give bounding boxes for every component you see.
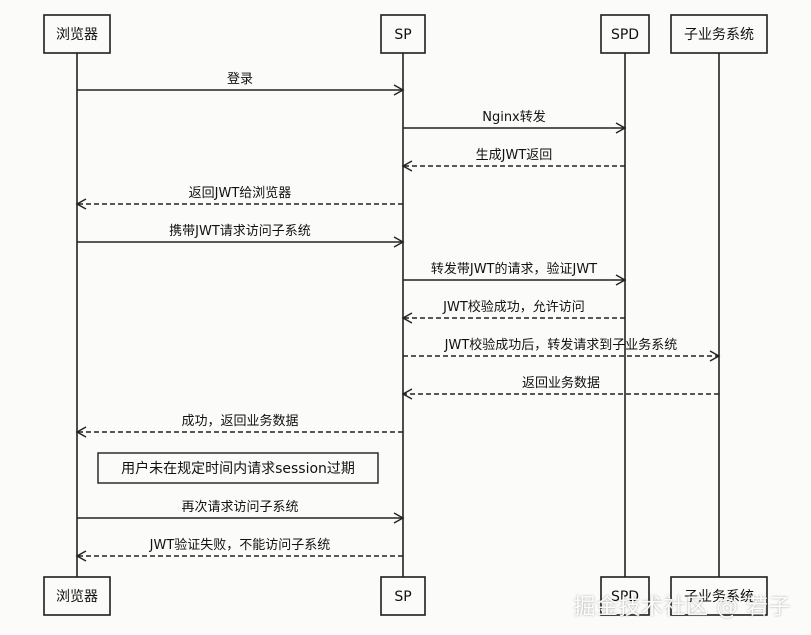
participant-label: SP: [394, 589, 411, 605]
message-label: JWT验证失败，不能访问子系统: [149, 537, 331, 553]
participant-label: 子业务系统: [684, 27, 754, 43]
message-label: 返回业务数据: [522, 375, 600, 391]
watermark-text: 掘金技术社区 @ 若子: [573, 595, 791, 620]
arrowhead-icon: [615, 122, 627, 134]
message-arrow: 转发带JWT的请求，验证JWT: [403, 261, 627, 286]
arrowhead-icon: [401, 388, 413, 400]
participant-browser-bottom: 浏览器: [43, 576, 111, 616]
message-arrow: 返回JWT给浏览器: [75, 185, 403, 210]
message-label: 成功，返回业务数据: [181, 413, 298, 429]
participant-label: 浏览器: [56, 589, 98, 605]
participant-label: SPD: [611, 589, 639, 605]
message-label: JWT校验成功后，转发请求到子业务系统: [444, 337, 678, 353]
message-arrow: JWT校验成功后，转发请求到子业务系统: [403, 337, 721, 362]
participant-spd-top: SPD: [600, 14, 650, 54]
participant-sp-bottom: SP: [380, 576, 426, 616]
arrowhead-icon: [75, 198, 87, 210]
participant-browser-top: 浏览器: [43, 14, 111, 54]
message-label: 生成JWT返回: [476, 148, 553, 163]
message-arrow: 携带JWT请求访问子系统: [77, 223, 405, 248]
message-label: 携带JWT请求访问子系统: [169, 223, 311, 239]
arrowhead-icon: [615, 274, 627, 286]
message-label: JWT校验成功，允许访问: [442, 299, 585, 315]
arrowhead-icon: [401, 160, 413, 172]
message-label: 返回JWT给浏览器: [189, 185, 292, 201]
participant-spd-bottom: SPD: [600, 576, 650, 616]
arrowhead-icon: [75, 426, 87, 438]
arrowhead-icon: [393, 512, 405, 524]
participant-label: SP: [394, 27, 411, 43]
message-arrow: 生成JWT返回: [401, 148, 625, 172]
participant-label: 子业务系统: [684, 589, 754, 605]
message-arrow: JWT校验成功，允许访问: [401, 299, 625, 324]
message-label: Nginx转发: [482, 109, 546, 125]
message-arrow: 成功，返回业务数据: [75, 413, 403, 438]
participant-label: SPD: [611, 27, 639, 43]
message-arrow: 返回业务数据: [401, 375, 719, 400]
participant-label: 浏览器: [56, 27, 98, 43]
session-expired-note: 用户未在规定时间内请求session过期: [97, 452, 379, 484]
message-label: 转发带JWT的请求，验证JWT: [431, 261, 597, 277]
arrowhead-icon: [75, 550, 87, 562]
message-arrow: 再次请求访问子系统: [77, 499, 405, 524]
message-arrow: JWT验证失败，不能访问子系统: [75, 537, 403, 562]
message-arrow: Nginx转发: [403, 109, 627, 134]
message-label: 登录: [227, 72, 253, 87]
participant-sub-top: 子业务系统: [670, 14, 768, 54]
arrowhead-icon: [393, 84, 405, 96]
note-label: 用户未在规定时间内请求session过期: [121, 460, 355, 477]
participant-sub-bottom: 子业务系统: [670, 576, 768, 616]
arrowhead-icon: [709, 350, 721, 362]
participant-sp-top: SP: [380, 14, 426, 54]
message-label: 再次请求访问子系统: [181, 499, 298, 515]
arrowhead-icon: [393, 236, 405, 248]
message-arrow: 登录: [77, 72, 405, 96]
arrowhead-icon: [401, 312, 413, 324]
